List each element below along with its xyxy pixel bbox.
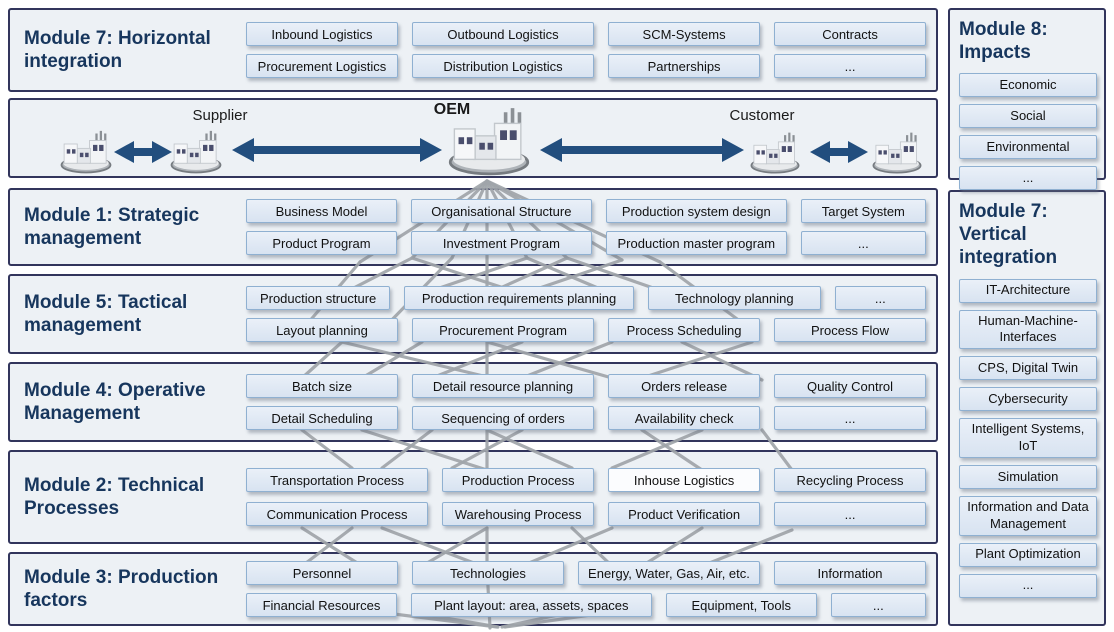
panel-module-7-vertical: Module 7: Vertical integration IT-Archit… bbox=[948, 190, 1106, 626]
chip-impacts-more[interactable]: ... bbox=[959, 166, 1097, 191]
chip-communication-process[interactable]: Communication Process bbox=[246, 502, 429, 526]
chip-transportation-process[interactable]: Transportation Process bbox=[246, 468, 429, 492]
factory-icon-customer-1 bbox=[750, 131, 800, 174]
chip-contracts[interactable]: Contracts bbox=[774, 22, 926, 46]
chip-technical-more[interactable]: ... bbox=[774, 502, 926, 526]
chip-production-process[interactable]: Production Process bbox=[442, 468, 595, 492]
chip-availability-check[interactable]: Availability check bbox=[608, 406, 761, 430]
chip-process-scheduling[interactable]: Process Scheduling bbox=[608, 318, 761, 342]
supplier-label: Supplier bbox=[192, 107, 248, 124]
chip-production-master-program[interactable]: Production master program bbox=[605, 231, 787, 255]
chip-tactical-more[interactable]: ... bbox=[834, 286, 926, 310]
chip-operative-more[interactable]: ... bbox=[774, 406, 926, 430]
chip-production-structure[interactable]: Production structure bbox=[246, 286, 391, 310]
oem-label: OEM bbox=[433, 101, 471, 118]
panel-module-7-horizontal: Module 7: Horizontal integration Inbound… bbox=[8, 8, 938, 92]
panel-title: Module 5: Tactical management bbox=[24, 291, 188, 336]
chip-technologies[interactable]: Technologies bbox=[411, 561, 564, 585]
chip-information-data-management[interactable]: Information and Data Management bbox=[959, 496, 1097, 536]
chip-technology-planning[interactable]: Technology planning bbox=[647, 286, 821, 310]
chip-equipment-tools[interactable]: Equipment, Tools bbox=[665, 593, 817, 617]
chip-quality-control[interactable]: Quality Control bbox=[774, 374, 926, 398]
chip-partnerships[interactable]: Partnerships bbox=[608, 54, 761, 78]
chip-intelligent-systems-iot[interactable]: Intelligent Systems, IoT bbox=[959, 418, 1097, 459]
chip-product-program[interactable]: Product Program bbox=[246, 231, 397, 255]
arrow-customer-customer bbox=[810, 141, 868, 163]
chip-information[interactable]: Information bbox=[774, 561, 926, 585]
supply-chain-graphic bbox=[60, 106, 922, 176]
chip-detail-resource-planning[interactable]: Detail resource planning bbox=[411, 374, 595, 398]
panel-title: Module 7: Horizontal integration bbox=[24, 27, 211, 72]
chip-organisational-structure[interactable]: Organisational Structure bbox=[410, 199, 592, 223]
chip-warehousing-process[interactable]: Warehousing Process bbox=[442, 502, 595, 526]
chip-simulation[interactable]: Simulation bbox=[959, 465, 1097, 490]
panel-module-1-strategic: Module 1: Strategic management Business … bbox=[8, 188, 938, 266]
panel-title: Module 8: Impacts bbox=[959, 19, 1048, 64]
chip-environmental[interactable]: Environmental bbox=[959, 135, 1097, 160]
chip-business-model[interactable]: Business Model bbox=[246, 199, 397, 223]
chip-investment-program[interactable]: Investment Program bbox=[410, 231, 592, 255]
panel-module-4-operative: Module 4: Operative Management Batch siz… bbox=[8, 362, 938, 442]
chip-sequencing-of-orders[interactable]: Sequencing of orders bbox=[411, 406, 595, 430]
factory-icon-supplier-1 bbox=[60, 129, 112, 174]
chip-process-flow[interactable]: Process Flow bbox=[774, 318, 926, 342]
supply-chain-band: Supplier OEM Customer bbox=[8, 98, 938, 178]
panel-title: Module 3: Production factors bbox=[24, 566, 219, 611]
chip-batch-size[interactable]: Batch size bbox=[246, 374, 398, 398]
chip-recycling-process[interactable]: Recycling Process bbox=[774, 468, 926, 492]
panel-module-2-technical: Module 2: Technical Processes Transporta… bbox=[8, 450, 938, 544]
chip-inhouse-logistics[interactable]: Inhouse Logistics bbox=[608, 468, 761, 492]
chip-layout-planning[interactable]: Layout planning bbox=[246, 318, 398, 342]
chip-cybersecurity[interactable]: Cybersecurity bbox=[959, 387, 1097, 412]
chip-economic[interactable]: Economic bbox=[959, 73, 1097, 98]
chip-target-system[interactable]: Target System bbox=[800, 199, 926, 223]
chip-plant-layout[interactable]: Plant layout: area, assets, spaces bbox=[410, 593, 652, 617]
chip-cps-digital-twin[interactable]: CPS, Digital Twin bbox=[959, 356, 1097, 381]
chip-it-architecture[interactable]: IT-Architecture bbox=[959, 278, 1097, 303]
chip-distribution-logistics[interactable]: Distribution Logistics bbox=[411, 54, 595, 78]
arrow-oem-customer bbox=[540, 138, 744, 162]
chip-production-system-design[interactable]: Production system design bbox=[605, 199, 787, 223]
chip-financial-resources[interactable]: Financial Resources bbox=[246, 593, 397, 617]
panel-module-3-production-factors: Module 3: Production factors Personnel T… bbox=[8, 552, 938, 626]
chip-scm-systems[interactable]: SCM-Systems bbox=[608, 22, 761, 46]
chip-human-machine-interfaces[interactable]: Human-Machine-Interfaces bbox=[959, 309, 1097, 350]
chip-vertical-more[interactable]: ... bbox=[959, 573, 1097, 598]
chip-detail-scheduling[interactable]: Detail Scheduling bbox=[246, 406, 398, 430]
chip-procurement-program[interactable]: Procurement Program bbox=[411, 318, 595, 342]
chip-orders-release[interactable]: Orders release bbox=[608, 374, 761, 398]
factory-icon-supplier-2 bbox=[170, 129, 222, 174]
panel-module-8-impacts: Module 8: Impacts Economic Social Enviro… bbox=[948, 8, 1106, 191]
panel-module-5-tactical: Module 5: Tactical management Production… bbox=[8, 274, 938, 354]
chip-plant-optimization[interactable]: Plant Optimization bbox=[959, 542, 1097, 567]
panel-title: Module 1: Strategic management bbox=[24, 204, 200, 249]
chip-energy-water-gas-air[interactable]: Energy, Water, Gas, Air, etc. bbox=[577, 561, 761, 585]
chip-production-requirements-planning[interactable]: Production requirements planning bbox=[404, 286, 634, 310]
chip-outbound-logistics[interactable]: Outbound Logistics bbox=[411, 22, 595, 46]
arrow-supplier-oem bbox=[232, 138, 442, 162]
chip-personnel[interactable]: Personnel bbox=[246, 561, 398, 585]
panel-title: Module 4: Operative Management bbox=[24, 379, 206, 424]
chip-factors-more[interactable]: ... bbox=[830, 593, 926, 617]
panel-title: Module 7: Vertical integration bbox=[959, 201, 1058, 269]
chip-strategic-more[interactable]: ... bbox=[800, 231, 926, 255]
chip-inbound-logistics[interactable]: Inbound Logistics bbox=[246, 22, 398, 46]
factory-icon-customer-2 bbox=[872, 131, 922, 174]
chip-product-verification[interactable]: Product Verification bbox=[608, 502, 761, 526]
arrow-supplier-supplier bbox=[114, 141, 172, 163]
flow-arrows bbox=[114, 138, 868, 163]
chip-social[interactable]: Social bbox=[959, 104, 1097, 129]
chip-horizontal-more[interactable]: ... bbox=[774, 54, 926, 78]
chip-procurement-logistics[interactable]: Procurement Logistics bbox=[246, 54, 398, 78]
customer-label: Customer bbox=[729, 107, 795, 124]
panel-title: Module 2: Technical Processes bbox=[24, 474, 205, 519]
